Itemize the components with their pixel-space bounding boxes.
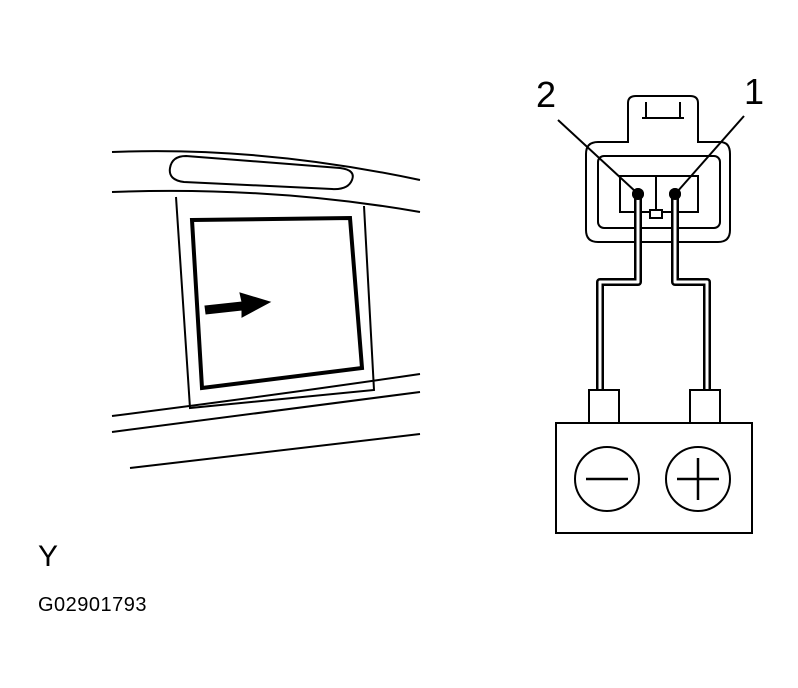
wire-positive [671,194,711,392]
terminal-key [649,209,663,219]
belt-line-2 [111,391,421,433]
pin-label-1: 1 [744,71,764,112]
arrow-right-icon [204,292,272,318]
battery-post-negative [588,389,620,425]
connector-lock-tab [642,102,684,119]
battery [555,389,753,534]
connector [585,95,731,243]
leader-line-1 [676,115,745,193]
wires [596,188,711,392]
window-pane [189,215,365,391]
pin-label-2: 2 [536,74,556,115]
belt-line-1 [111,373,421,417]
minus-icon [574,446,640,512]
vehicle-window-illustration [111,150,421,469]
stop-lamp [168,154,354,191]
battery-post-positive [689,389,721,425]
connector-cavity [597,155,721,229]
roof-line-outer [111,150,421,181]
leader-line-2 [557,119,637,193]
connector-housing [585,95,731,243]
window-frame [175,196,376,410]
view-label: Y [38,540,59,573]
plus-icon [665,446,731,512]
lower-body-line [129,433,421,469]
figure-code: G02901793 [38,594,148,616]
wire-negative [596,194,642,392]
roof-line-inner [111,189,421,213]
